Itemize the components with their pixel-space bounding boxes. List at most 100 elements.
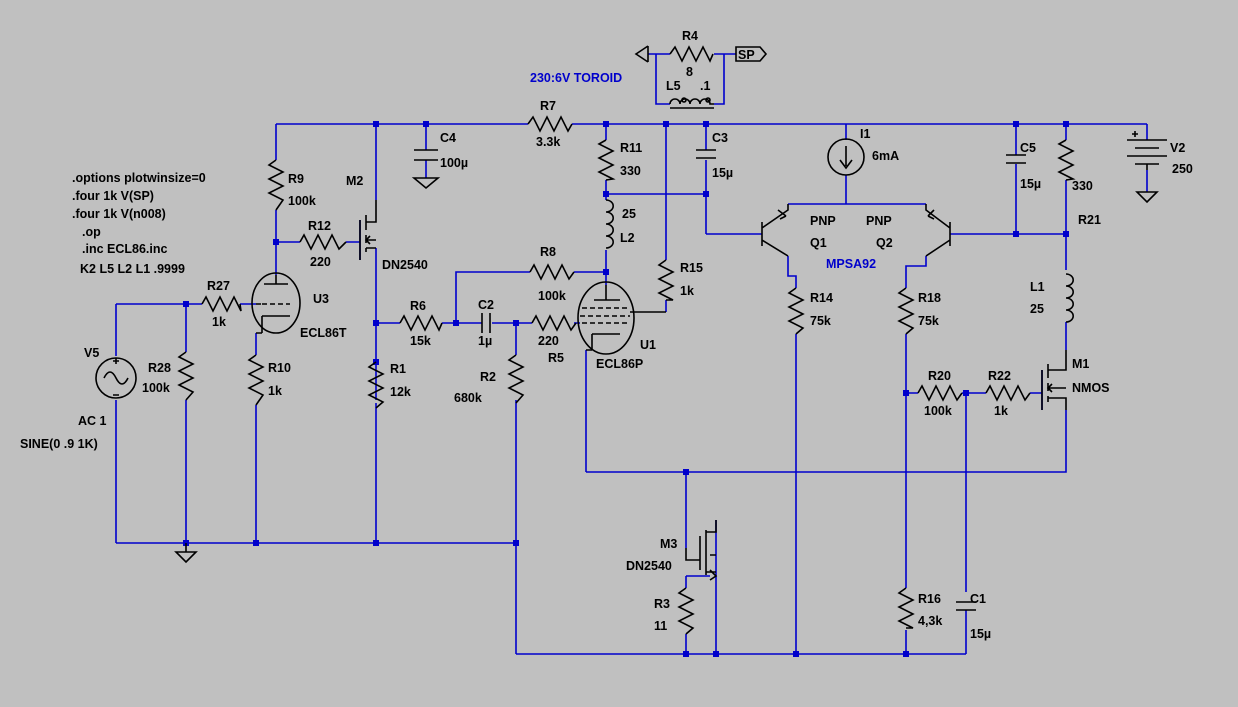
toroid-note: 230:6V TOROID	[530, 71, 622, 85]
net-label-sp: SP	[735, 46, 768, 62]
r5-name: R5	[548, 351, 564, 365]
r10-value: 1k	[268, 384, 282, 398]
transistor-q1[interactable]: PNP Q1	[761, 204, 836, 257]
mosfet-m2[interactable]: M2 DN2540	[346, 174, 428, 272]
r4-name: R4	[682, 29, 698, 43]
r7-name: R7	[540, 99, 556, 113]
r8-name: R8	[540, 245, 556, 259]
r18-name: R18	[918, 291, 941, 305]
v5-sine: SINE(0 .9 1K)	[20, 437, 98, 451]
inductor-l5[interactable]: L5 .1	[666, 79, 714, 109]
capacitor-c1[interactable]: C1 15µ	[956, 592, 991, 641]
mosfet-m1[interactable]: M1 NMOS	[1041, 350, 1110, 410]
resistor-r14[interactable]: R14 75k	[787, 287, 833, 335]
ground-symbol-r4	[634, 45, 649, 63]
m3-name: M3	[660, 537, 677, 551]
l1-value: 25	[1030, 302, 1044, 316]
voltage-source-v5[interactable]: V5 AC 1 SINE(0 .9 1K)	[20, 346, 137, 451]
l2-name: L2	[620, 231, 635, 245]
r14-name: R14	[810, 291, 833, 305]
r8-value: 100k	[538, 289, 566, 303]
capacitor-c2[interactable]: C2 1µ	[478, 298, 494, 348]
c5-name: C5	[1020, 141, 1036, 155]
resistor-r4[interactable]: R4 8	[669, 29, 714, 79]
resistor-r3[interactable]: R3 11	[654, 587, 695, 635]
q-part-label: MPSA92	[826, 257, 876, 271]
resistor-r22[interactable]: R22 1k	[985, 369, 1031, 418]
l5-value: .1	[700, 79, 710, 93]
u1-value: ECL86P	[596, 357, 643, 371]
r14-value: 75k	[810, 314, 831, 328]
q2-name: Q2	[876, 236, 893, 250]
v5-value: AC 1	[78, 414, 107, 428]
r4-value: 8	[686, 65, 693, 79]
resistor-r7[interactable]: R7 3.3k	[527, 99, 573, 149]
r16-value: 4,3k	[918, 614, 942, 628]
q1-name: Q1	[810, 236, 827, 250]
resistor-r16[interactable]: R16 4,3k	[897, 587, 942, 629]
inductor-l2[interactable]: 25 L2	[605, 199, 636, 249]
mosfet-m3[interactable]: M3 DN2540	[626, 520, 718, 581]
r21-value: 330	[1072, 179, 1093, 193]
current-source-i1[interactable]: I1 6mA	[827, 127, 899, 176]
tube-u3[interactable]: U3 ECL86T	[251, 272, 347, 340]
r2-name: R2	[480, 370, 496, 384]
resistor-r11[interactable]: R11 330	[597, 139, 642, 181]
r22-name: R22	[988, 369, 1011, 383]
resistor-r21[interactable]: 330 R21	[1057, 139, 1101, 227]
q1-type: PNP	[810, 214, 836, 228]
r2-value: 680k	[454, 391, 482, 405]
r11-value: 330	[620, 164, 641, 178]
r18-value: 75k	[918, 314, 939, 328]
r16-name: R16	[918, 592, 941, 606]
v2-name: V2	[1170, 141, 1185, 155]
l2-value: 25	[622, 207, 636, 221]
directive-1: .four 1k V(SP)	[72, 189, 154, 203]
r9-name: R9	[288, 172, 304, 186]
resistor-r28[interactable]: R28 100k	[142, 351, 195, 401]
m3-value: DN2540	[626, 559, 672, 573]
capacitor-c5[interactable]: C5 15µ	[1006, 141, 1041, 191]
resistor-r10[interactable]: R10 1k	[247, 354, 291, 406]
m2-name: M2	[346, 174, 363, 188]
r6-value: 15k	[410, 334, 431, 348]
c1-name: C1	[970, 592, 986, 606]
directive-4: .inc ECL86.inc	[82, 242, 167, 256]
r28-name: R28	[148, 361, 171, 375]
tube-u1[interactable]: U1 ECL86P	[577, 281, 666, 371]
r6-name: R6	[410, 299, 426, 313]
voltage-source-v2[interactable]: V2 250	[1127, 131, 1193, 204]
u3-name: U3	[313, 292, 329, 306]
resistor-r18[interactable]: R18 75k	[897, 287, 941, 335]
m1-value: NMOS	[1072, 381, 1110, 395]
r27-name: R27	[207, 279, 230, 293]
resistor-r2[interactable]: R2 680k	[454, 354, 525, 405]
junction-dots	[183, 121, 1069, 657]
transistor-q2[interactable]: PNP Q2	[866, 204, 951, 257]
resistor-r12[interactable]: R12 220	[299, 219, 347, 269]
resistor-r1[interactable]: R1 12k	[367, 361, 411, 409]
c1-value: 15µ	[970, 627, 991, 641]
r12-name: R12	[308, 219, 331, 233]
inductor-l1[interactable]: L1 25	[1030, 273, 1074, 323]
resistor-r20[interactable]: R20 100k	[917, 369, 963, 418]
capacitor-c3[interactable]: C3 15µ	[696, 131, 733, 180]
r7-value: 3.3k	[536, 135, 560, 149]
i1-name: I1	[860, 127, 870, 141]
resistor-r8[interactable]: R8 100k	[529, 245, 575, 303]
ground-symbol-main	[174, 543, 198, 564]
resistor-r5[interactable]: 220 R5	[531, 314, 577, 365]
resistor-r15[interactable]: R15 1k	[657, 259, 703, 301]
capacitor-c4[interactable]: C4 100µ	[411, 131, 468, 190]
r1-name: R1	[390, 362, 406, 376]
directive-3: .op	[82, 225, 101, 239]
resistor-r27[interactable]: R27 1k	[201, 279, 242, 329]
l1-name: L1	[1030, 280, 1045, 294]
r27-value: 1k	[212, 315, 226, 329]
r20-name: R20	[928, 369, 951, 383]
resistor-r9[interactable]: R9 100k	[267, 159, 316, 211]
u1-name: U1	[640, 338, 656, 352]
r10-name: R10	[268, 361, 291, 375]
r5-value: 220	[538, 334, 559, 348]
resistor-r6[interactable]: R6 15k	[399, 299, 443, 348]
